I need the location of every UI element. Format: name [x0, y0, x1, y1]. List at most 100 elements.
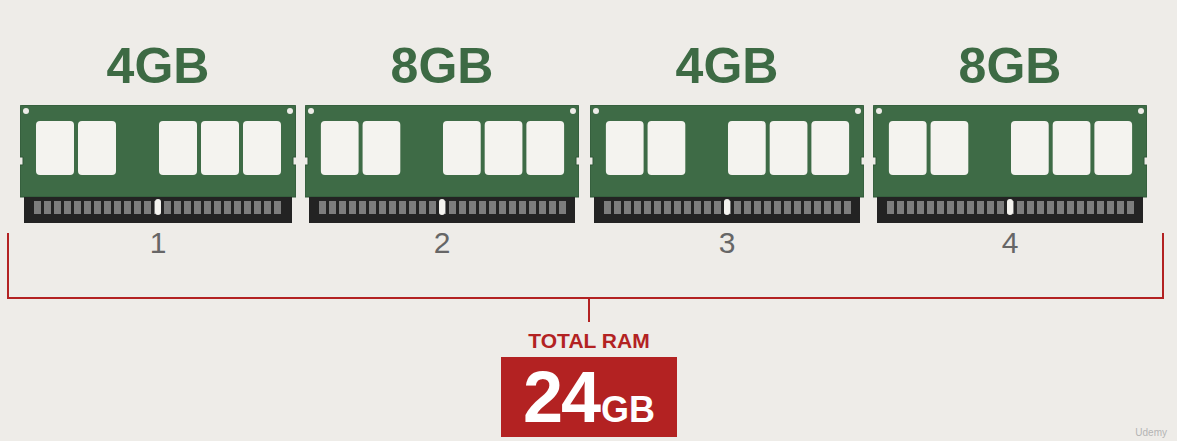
contact-pin [957, 201, 964, 214]
memory-chip [606, 121, 644, 175]
contact-pin [34, 201, 41, 214]
total-number: 24 [523, 357, 599, 437]
mount-hole [855, 108, 861, 114]
contact-pin [927, 201, 934, 214]
memory-chip [526, 121, 564, 175]
contact-pin [1057, 201, 1064, 214]
memory-chip [159, 121, 197, 175]
ram-module: 4GB1 [20, 30, 296, 298]
memory-chip [243, 121, 281, 175]
contact-pin [479, 201, 486, 214]
memory-chip [78, 121, 116, 175]
contact-pin [319, 201, 326, 214]
memory-chip [728, 121, 766, 175]
pcb [305, 105, 579, 197]
contact-pin [947, 201, 954, 214]
memory-chip [770, 121, 808, 175]
ram-module: 4GB3 [590, 30, 864, 298]
contact-pin [1117, 201, 1124, 214]
contact-pin [1017, 201, 1024, 214]
contact-pin [734, 201, 741, 214]
contact-pin [897, 201, 904, 214]
contact-pin [549, 201, 556, 214]
contact-pin [794, 201, 801, 214]
contact-pin [997, 201, 1004, 214]
total-value-box: 24GB [501, 357, 677, 437]
ram-stick [590, 105, 864, 225]
watermark: Udemy [1135, 427, 1167, 438]
memory-chip [1011, 121, 1049, 175]
contact-pin [84, 201, 91, 214]
contact-pin [74, 201, 81, 214]
contact-pin [104, 201, 111, 214]
contact-pin [1037, 201, 1044, 214]
total-unit: GB [601, 370, 655, 441]
contact-pin [379, 201, 386, 214]
pcb [590, 105, 864, 197]
contact-pin [114, 201, 121, 214]
contact-pin [184, 201, 191, 214]
contact-pin [144, 201, 151, 214]
key-notch [439, 199, 445, 215]
contact-strip [877, 197, 1143, 223]
memory-chip [485, 121, 523, 175]
ram-module: 8GB2 [305, 30, 579, 298]
contact-pin [784, 201, 791, 214]
contact-pin [519, 201, 526, 214]
contact-pin [714, 201, 721, 214]
contact-pin [1077, 201, 1084, 214]
ram-stick [305, 105, 579, 225]
contact-pin [214, 201, 221, 214]
capacity-label: 8GB [873, 38, 1147, 94]
contact-pin [604, 201, 611, 214]
memory-chip [931, 121, 969, 175]
contact-pin [644, 201, 651, 214]
bracket-connector [442, 298, 589, 322]
slot-number: 1 [20, 226, 296, 260]
contact-pin [559, 201, 566, 214]
contact-pin [64, 201, 71, 214]
contact-pin [254, 201, 261, 214]
contact-pin [204, 201, 211, 214]
contact-pin [499, 201, 506, 214]
contact-pin [124, 201, 131, 214]
mount-hole [593, 108, 599, 114]
pcb [873, 105, 1147, 197]
contact-pin [44, 201, 51, 214]
contact-pin [744, 201, 751, 214]
contact-pin [907, 201, 914, 214]
contact-pin [1097, 201, 1104, 214]
bracket-connector [158, 298, 589, 322]
bracket-connector [589, 298, 1010, 322]
slot-number: 4 [873, 226, 1147, 260]
mount-hole [570, 108, 576, 114]
memory-chip [443, 121, 481, 175]
ram-module: 8GB 4 [873, 30, 1147, 298]
contact-pin [244, 201, 251, 214]
mount-hole [287, 108, 293, 114]
contact-pin [399, 201, 406, 214]
contact-pin [814, 201, 821, 214]
mount-hole [1138, 108, 1144, 114]
mount-hole [876, 108, 882, 114]
contact-pin [264, 201, 271, 214]
contact-pin [54, 201, 61, 214]
contact-pin [274, 201, 281, 214]
contact-pin [539, 201, 546, 214]
contact-pin [1047, 201, 1054, 214]
contact-pin [529, 201, 536, 214]
memory-chip [36, 121, 74, 175]
contact-pin [654, 201, 661, 214]
ram-stick [20, 105, 296, 225]
mount-hole [308, 108, 314, 114]
contact-pin [389, 201, 396, 214]
contact-pin [804, 201, 811, 214]
ram-stick [873, 105, 1147, 225]
key-notch [1007, 199, 1013, 215]
contact-pin [174, 201, 181, 214]
contact-pin [339, 201, 346, 214]
contact-pin [469, 201, 476, 214]
total-box: TOTAL RAM24GB [501, 322, 677, 437]
contact-pin [624, 201, 631, 214]
contact-pin [224, 201, 231, 214]
